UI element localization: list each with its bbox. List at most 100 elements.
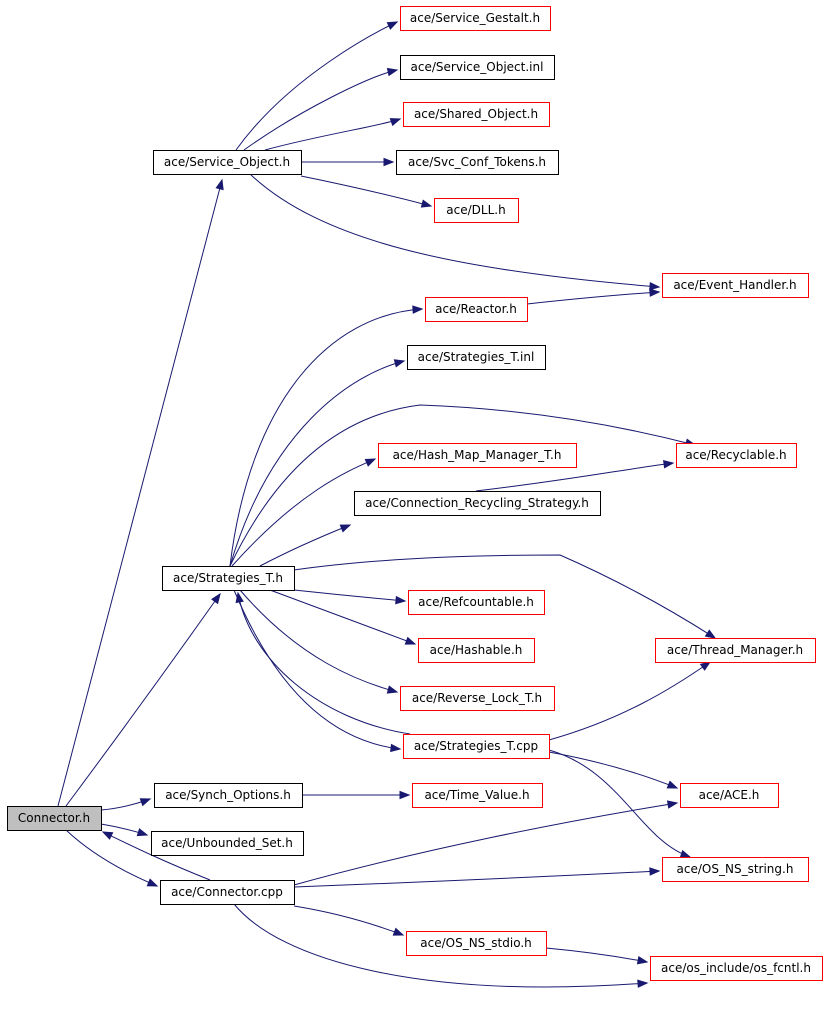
node-reactor-h[interactable]: ace/Reactor.h: [425, 297, 528, 322]
edge-service-object-h-to-service-gestalt-h: [235, 21, 399, 151]
node-label: ace/Hashable.h: [430, 643, 523, 657]
node-box: [400, 686, 555, 711]
node-box: [650, 956, 823, 981]
edge-line: [65, 829, 158, 887]
node-box: [378, 443, 577, 468]
edge-line: [475, 462, 674, 492]
node-label: ace/Service_Object.inl: [411, 60, 544, 74]
node-box: [434, 198, 519, 223]
edge-connector-h-to-connector-cpp: [65, 829, 159, 887]
arrowhead: [399, 790, 411, 800]
node-os-fcntl-h[interactable]: ace/os_include/os_fcntl.h: [650, 956, 823, 981]
edge-strategies-t-h-to-thread-manager-h: [293, 554, 717, 639]
edge-strategies-t-h-to-reactor-h: [229, 305, 424, 567]
node-box: [412, 783, 543, 808]
arrowhead: [699, 661, 712, 671]
edge-strategies-t-h-to-reverse-lock-t-h: [239, 589, 399, 694]
edge-service-object-h-to-service-object-inl: [243, 67, 399, 151]
node-unbounded-set-h[interactable]: ace/Unbounded_Set.h: [151, 831, 304, 856]
node-os-ns-stdio-h[interactable]: ace/OS_NS_stdio.h: [406, 931, 547, 956]
arrowhead: [649, 288, 661, 297]
edge-connector-cpp-to-os-ns-stdio-h: [293, 905, 405, 936]
node-strategies-t-h[interactable]: ace/Strategies_T.h: [162, 566, 295, 591]
arrowhead: [139, 798, 152, 807]
node-reverse-lock-t-h[interactable]: ace/Reverse_Lock_T.h: [400, 686, 555, 711]
arrowhead: [392, 927, 405, 936]
arrowhead: [649, 282, 661, 291]
node-box: [151, 831, 304, 856]
edge-strategies-t-cpp-to-strategies-t-h: [235, 591, 411, 735]
arrowhead: [146, 878, 159, 887]
edge-line: [269, 589, 416, 645]
node-label: ace/Hash_Map_Manager_T.h: [393, 448, 562, 462]
node-hash-map-manager-t-h[interactable]: ace/Hash_Map_Manager_T.h: [378, 443, 577, 468]
node-label: Connector.h: [18, 811, 90, 825]
node-label: ace/Strategies_T.inl: [418, 350, 535, 364]
edge-line: [57, 179, 223, 807]
node-label: ace/Shared_Object.h: [414, 107, 538, 121]
edge-connector-cpp-to-os-fcntl-h: [233, 903, 649, 988]
node-dll-h[interactable]: ace/DLL.h: [434, 198, 519, 223]
node-label: ace/Service_Gestalt.h: [410, 11, 540, 25]
edge-line: [300, 175, 432, 207]
edge-connector-h-to-unbounded-set-h: [100, 823, 149, 837]
node-refcountable-h[interactable]: ace/Refcountable.h: [408, 590, 545, 615]
node-box: [662, 857, 809, 882]
node-connector-h: Connector.h: [7, 806, 102, 831]
node-label: ace/Reverse_Lock_T.h: [412, 691, 542, 705]
arrowhead: [339, 524, 352, 533]
edge-line: [231, 458, 376, 567]
edge-line: [102, 831, 211, 881]
node-label: ace/Reactor.h: [435, 302, 517, 316]
node-label: ace/Time_Value.h: [424, 788, 529, 802]
arrowhead: [412, 305, 424, 314]
arrowhead: [386, 685, 399, 694]
arrowhead: [636, 956, 649, 965]
node-os-ns-string-h[interactable]: ace/OS_NS_string.h: [662, 857, 809, 882]
edge-strategies-t-h-to-strategies-t-inl: [229, 359, 406, 567]
edge-line: [229, 308, 423, 567]
arrowhead: [404, 636, 417, 645]
node-box: [406, 931, 547, 956]
node-connection-recycling-strategy-h[interactable]: ace/Connection_Recycling_Strategy.h: [354, 491, 601, 516]
edge-service-object-h-to-shared-object-h: [264, 118, 402, 151]
node-connector-cpp[interactable]: ace/Connector.cpp: [160, 880, 295, 905]
arrowhead: [390, 743, 402, 753]
node-thread-manager-h[interactable]: ace/Thread_Manager.h: [655, 638, 816, 663]
node-label: ace/OS_NS_string.h: [677, 862, 794, 876]
arrowhead: [386, 67, 399, 77]
node-ace-h[interactable]: ace/ACE.h: [680, 783, 779, 808]
node-service-object-inl[interactable]: ace/Service_Object.inl: [400, 55, 555, 80]
edge-strategies-t-cpp-to-thread-manager-h: [548, 661, 712, 741]
arrowhead: [101, 831, 114, 840]
node-label: ace/ACE.h: [699, 788, 760, 802]
edge-line: [243, 69, 398, 151]
node-hashable-h[interactable]: ace/Hashable.h: [418, 638, 535, 663]
node-box: [662, 273, 809, 298]
edge-strategies-t-h-to-strategies-t-cpp: [233, 589, 402, 753]
node-event-handler-h[interactable]: ace/Event_Handler.h: [662, 273, 809, 298]
node-label: ace/Svc_Conf_Tokens.h: [408, 155, 546, 169]
node-box: [396, 150, 559, 175]
node-box: [162, 566, 295, 591]
node-recyclable-h[interactable]: ace/Recyclable.h: [676, 443, 797, 468]
arrowhead: [386, 21, 399, 30]
node-service-object-h[interactable]: ace/Service_Object.h: [153, 150, 302, 175]
node-time-value-h[interactable]: ace/Time_Value.h: [412, 783, 543, 808]
node-service-gestalt-h[interactable]: ace/Service_Gestalt.h: [400, 6, 551, 31]
node-strategies-t-inl[interactable]: ace/Strategies_T.inl: [407, 345, 546, 370]
edge-line: [259, 524, 351, 567]
edge-line: [293, 870, 660, 888]
arrowhead: [704, 629, 717, 639]
node-label: ace/Connector.cpp: [171, 885, 283, 899]
node-synch-options-h[interactable]: ace/Synch_Options.h: [154, 783, 303, 808]
node-shared-object-h[interactable]: ace/Shared_Object.h: [403, 102, 550, 127]
node-strategies-t-cpp[interactable]: ace/Strategies_T.cpp: [403, 734, 550, 759]
edge-line: [545, 947, 648, 963]
edge-connector-h-to-service-object-h: [57, 178, 224, 807]
node-box: [676, 443, 797, 468]
node-svc-conf-tokens-h[interactable]: ace/Svc_Conf_Tokens.h: [396, 150, 559, 175]
node-label: ace/Thread_Manager.h: [667, 643, 803, 657]
node-label: ace/Recyclable.h: [685, 448, 786, 462]
node-label: ace/OS_NS_stdio.h: [420, 936, 532, 950]
